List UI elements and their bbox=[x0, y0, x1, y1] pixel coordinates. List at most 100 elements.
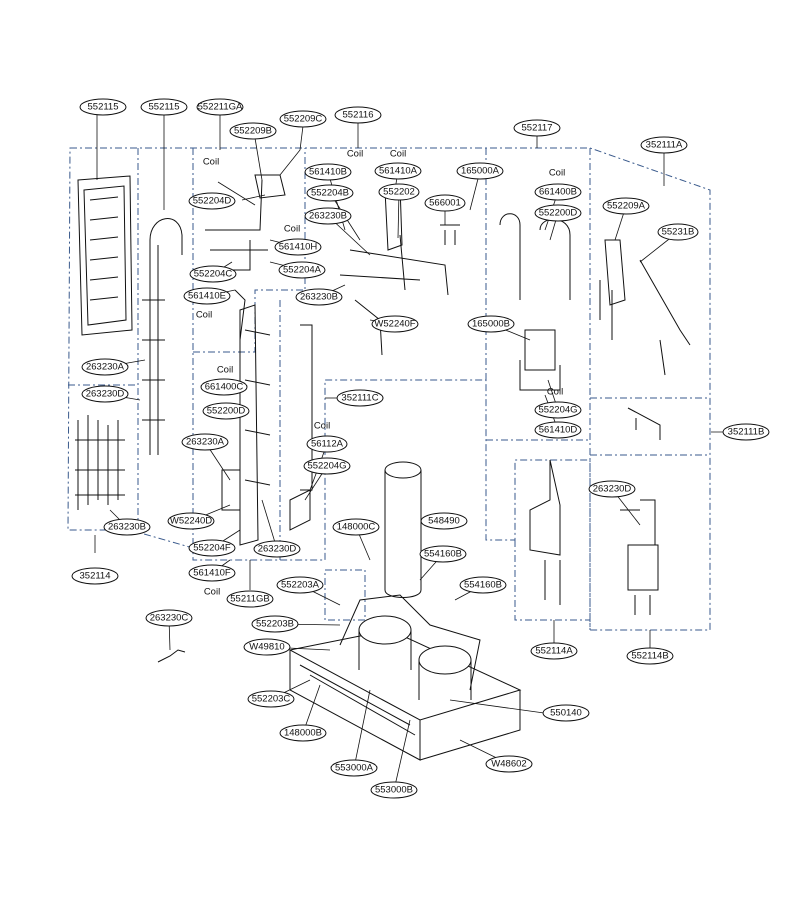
part-callout: 552200D bbox=[534, 204, 582, 222]
svg-text:552115: 552115 bbox=[88, 102, 119, 113]
svg-text:552114A: 552114A bbox=[535, 646, 573, 657]
part-callout: 552203C bbox=[247, 690, 295, 708]
group-boundaries bbox=[67, 147, 711, 631]
coil-labels: Coil Coil Coil Coil Coil Coil Coil Coil … bbox=[196, 149, 565, 598]
svg-text:55211GB: 55211GB bbox=[230, 594, 269, 605]
svg-text:W48602: W48602 bbox=[491, 759, 526, 770]
part-callout: 352114 bbox=[71, 567, 119, 585]
svg-text:552204G: 552204G bbox=[307, 461, 346, 472]
svg-text:352111B: 352111B bbox=[728, 427, 765, 438]
svg-text:263230D: 263230D bbox=[86, 389, 125, 400]
part-callout: 552203B bbox=[251, 615, 299, 633]
svg-text:W52240F: W52240F bbox=[374, 319, 415, 330]
part-callout: 552200D bbox=[202, 402, 250, 420]
part-callout: 561410D bbox=[534, 421, 582, 439]
svg-text:165000B: 165000B bbox=[472, 319, 510, 330]
svg-text:552204A: 552204A bbox=[283, 265, 322, 276]
part-callout: 553000B bbox=[370, 781, 418, 799]
svg-text:552203B: 552203B bbox=[256, 619, 294, 630]
coil-label: Coil bbox=[217, 365, 233, 376]
svg-text:661400B: 661400B bbox=[539, 187, 577, 198]
part-callout: 661400C bbox=[200, 378, 248, 396]
svg-text:552115: 552115 bbox=[149, 102, 180, 113]
part-callout: 352111B bbox=[722, 423, 770, 441]
part-callout: 552114A bbox=[530, 642, 578, 660]
coil-label: Coil bbox=[314, 421, 330, 432]
svg-text:552204G: 552204G bbox=[538, 405, 577, 416]
svg-text:552200D: 552200D bbox=[207, 406, 246, 417]
svg-text:552204B: 552204B bbox=[311, 188, 349, 199]
part-callout: 56112A bbox=[306, 435, 348, 453]
part-callout: 561410H bbox=[274, 238, 322, 256]
part-callout: 148000C bbox=[332, 518, 380, 536]
svg-text:263230B: 263230B bbox=[309, 211, 347, 222]
coil-label: Coil bbox=[204, 587, 220, 598]
svg-text:263230C: 263230C bbox=[150, 613, 189, 624]
part-callout: 552204A bbox=[278, 261, 326, 279]
part-callout: 165000B bbox=[467, 315, 515, 333]
svg-text:352111C: 352111C bbox=[341, 393, 378, 404]
svg-text:552204F: 552204F bbox=[193, 543, 231, 554]
part-callout: 55231B bbox=[657, 223, 699, 241]
svg-text:W49810: W49810 bbox=[249, 642, 284, 653]
part-callout: 552204D bbox=[188, 192, 236, 210]
svg-text:552204C: 552204C bbox=[194, 269, 233, 280]
svg-text:552117: 552117 bbox=[522, 123, 553, 134]
svg-text:263230A: 263230A bbox=[186, 437, 225, 448]
part-callout: 661400B bbox=[534, 183, 582, 201]
coil-label: Coil bbox=[196, 310, 212, 321]
svg-text:552203C: 552203C bbox=[252, 694, 291, 705]
part-callout: 263230B bbox=[304, 207, 352, 225]
svg-text:148000C: 148000C bbox=[337, 522, 376, 533]
part-callout: 566001 bbox=[424, 194, 466, 212]
svg-text:552209A: 552209A bbox=[607, 201, 646, 212]
svg-text:263230D: 263230D bbox=[593, 484, 632, 495]
part-callout: 552204G bbox=[303, 457, 351, 475]
svg-text:552202: 552202 bbox=[383, 187, 415, 198]
svg-text:548490: 548490 bbox=[428, 516, 460, 527]
svg-text:561410B: 561410B bbox=[309, 167, 347, 178]
part-callouts: 552115 552115 552211GA 552209B 552209C 5… bbox=[71, 98, 770, 799]
svg-text:552209C: 552209C bbox=[284, 114, 323, 125]
coil-label: Coil bbox=[390, 149, 406, 160]
part-callout: 352111A bbox=[640, 136, 688, 154]
part-callout: 552209C bbox=[279, 110, 327, 128]
svg-text:W52240D: W52240D bbox=[170, 516, 212, 527]
svg-text:552116: 552116 bbox=[343, 110, 374, 121]
part-callout: 561410E bbox=[183, 287, 231, 305]
part-callout: W48602 bbox=[485, 755, 533, 773]
part-callout: 552204C bbox=[189, 265, 237, 283]
svg-text:263230D: 263230D bbox=[258, 544, 297, 555]
svg-text:263230B: 263230B bbox=[300, 292, 338, 303]
svg-text:165000A: 165000A bbox=[461, 166, 500, 177]
svg-text:263230B: 263230B bbox=[108, 522, 146, 533]
part-callout: 548490 bbox=[420, 512, 468, 530]
part-callout: 552202 bbox=[378, 183, 420, 201]
part-callout: 263230A bbox=[81, 358, 129, 376]
part-callout: 552117 bbox=[513, 119, 561, 137]
svg-text:352114: 352114 bbox=[80, 571, 111, 582]
part-callout: 165000A bbox=[456, 162, 504, 180]
part-callout: 263230D bbox=[588, 480, 636, 498]
svg-text:552211GA: 552211GA bbox=[198, 102, 243, 113]
svg-text:550140: 550140 bbox=[550, 708, 582, 719]
svg-text:561410F: 561410F bbox=[193, 568, 231, 579]
svg-text:56112A: 56112A bbox=[311, 439, 344, 450]
part-callout: 552204G bbox=[534, 401, 582, 419]
part-callout: 352111C bbox=[336, 389, 384, 407]
coil-label: Coil bbox=[203, 157, 219, 168]
coil-label: Coil bbox=[284, 224, 300, 235]
part-callout: 263230C bbox=[145, 609, 193, 627]
svg-text:552203A: 552203A bbox=[281, 580, 320, 591]
part-callout: 561410A bbox=[374, 162, 422, 180]
part-callout: 263230B bbox=[295, 288, 343, 306]
part-callout: 554160B bbox=[419, 545, 467, 563]
part-callout: 55211GB bbox=[226, 590, 274, 608]
svg-text:148000B: 148000B bbox=[284, 728, 322, 739]
part-callout: W52240D bbox=[167, 512, 215, 530]
part-callout: 552211GA bbox=[196, 98, 244, 116]
part-callout: 552204B bbox=[306, 184, 354, 202]
svg-text:566001: 566001 bbox=[429, 198, 461, 209]
svg-text:552209B: 552209B bbox=[234, 126, 272, 137]
svg-text:55231B: 55231B bbox=[662, 227, 695, 238]
